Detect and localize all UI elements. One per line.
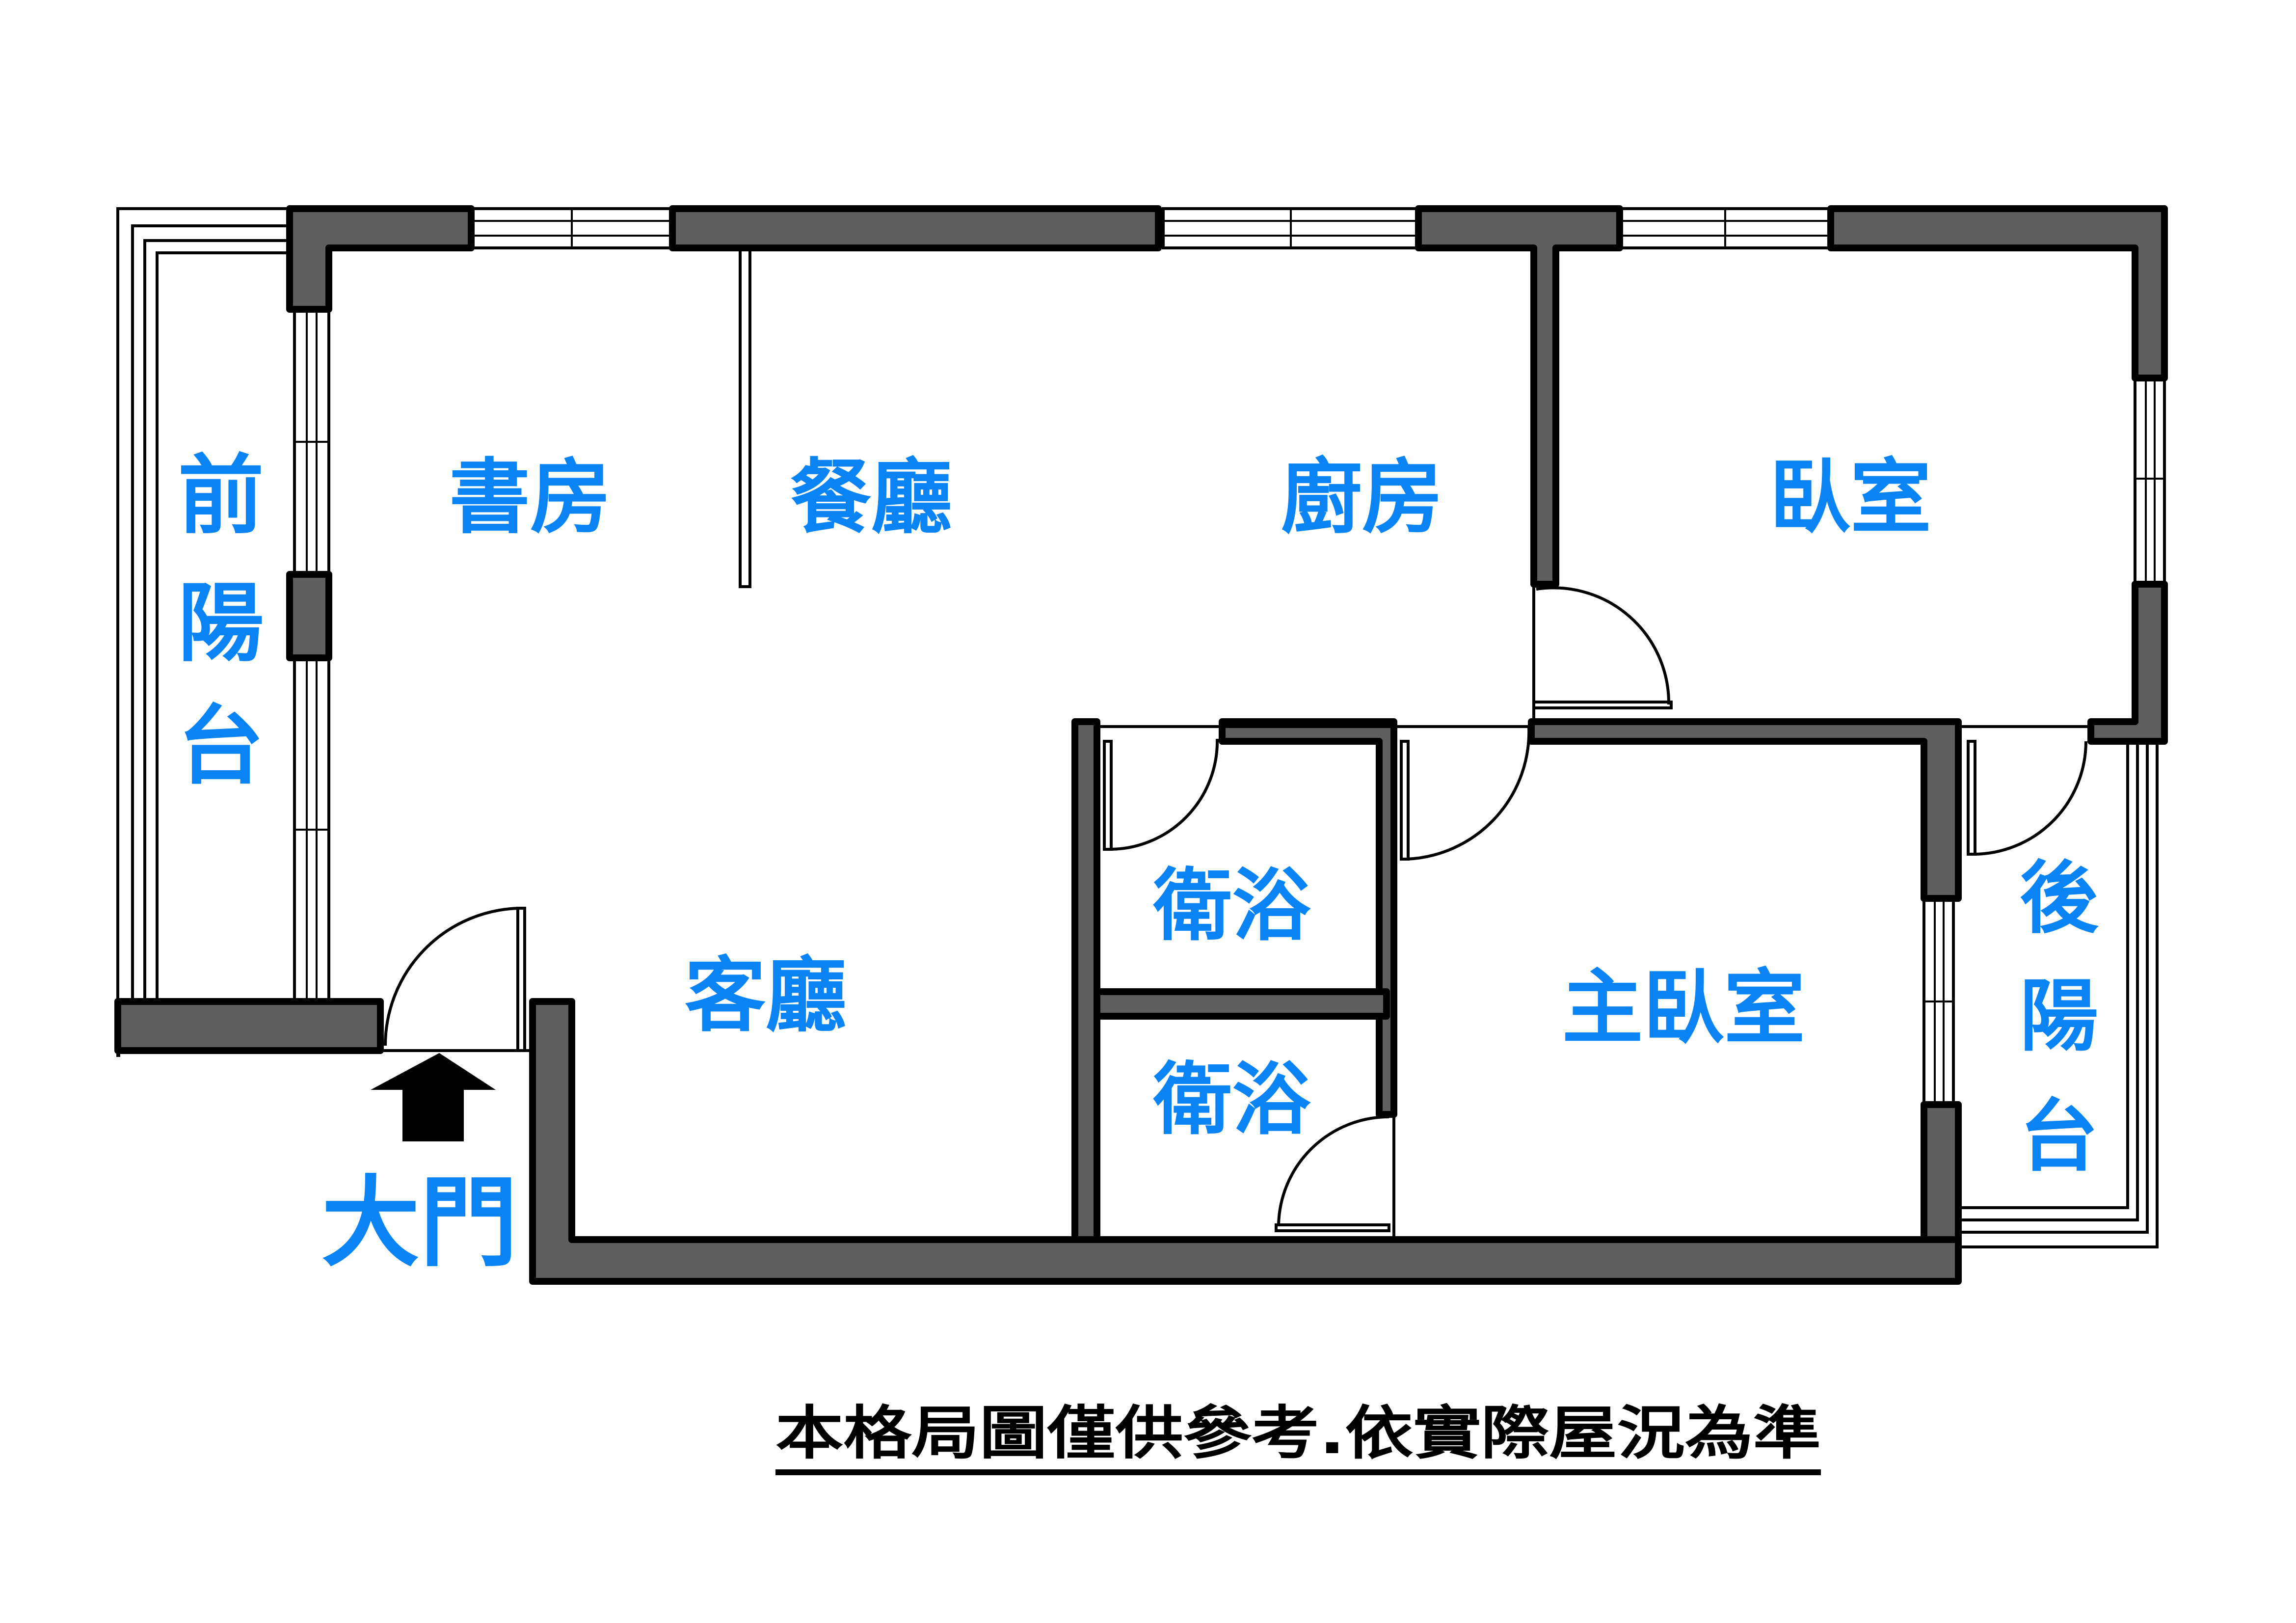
- label-study: 書房: [449, 450, 611, 544]
- label-front-balcony-2: 陽: [178, 574, 264, 674]
- window-right-bedroom: [2134, 377, 2166, 586]
- window-top-kitchen: [1162, 207, 1420, 249]
- disclaimer-text: 本格局圖僅供參考.依實際屋況為準: [775, 1399, 1821, 1467]
- window-right-master: [1922, 897, 1955, 1106]
- window-top-bedroom: [1618, 207, 1832, 249]
- label-bedroom: 臥室: [1769, 450, 1931, 544]
- rear-balcony-railing: [1961, 724, 2159, 1248]
- label-dining: 餐廳: [790, 450, 952, 544]
- arrow-up-icon: [371, 1053, 496, 1141]
- label-master-bedroom: 主臥室: [1562, 961, 1805, 1055]
- label-bathroom-2: 衛浴: [1153, 1054, 1311, 1145]
- disclaimer-underline: [775, 1469, 1821, 1475]
- window-left-lower: [293, 656, 330, 1003]
- label-rear-balcony-3: 台: [2020, 1090, 2098, 1182]
- label-rear-balcony-1: 後: [2020, 852, 2099, 944]
- label-bathroom-1: 衛浴: [1153, 860, 1311, 951]
- sliding-partition: [739, 246, 751, 588]
- door-bedroom[interactable]: [1532, 584, 1673, 722]
- door-bath-2[interactable]: [1275, 1114, 1395, 1240]
- label-kitchen: 廚房: [1281, 450, 1443, 544]
- walls: [114, 205, 2168, 1285]
- door-master-bedroom[interactable]: [1097, 725, 1531, 861]
- label-living-room: 客廳: [685, 948, 847, 1043]
- door-rear-balcony[interactable]: [1958, 725, 2091, 856]
- label-front-balcony-1: 前: [178, 446, 264, 546]
- front-balcony-railing: [116, 207, 290, 1057]
- window-left-upper: [293, 308, 330, 576]
- door-entrance[interactable]: [380, 907, 533, 1052]
- window-top-study: [470, 207, 674, 249]
- door-bath-1[interactable]: [1103, 738, 1219, 851]
- label-entrance: 大門: [321, 1166, 518, 1280]
- label-rear-balcony-2: 陽: [2020, 970, 2098, 1062]
- label-front-balcony-3: 台: [178, 697, 264, 796]
